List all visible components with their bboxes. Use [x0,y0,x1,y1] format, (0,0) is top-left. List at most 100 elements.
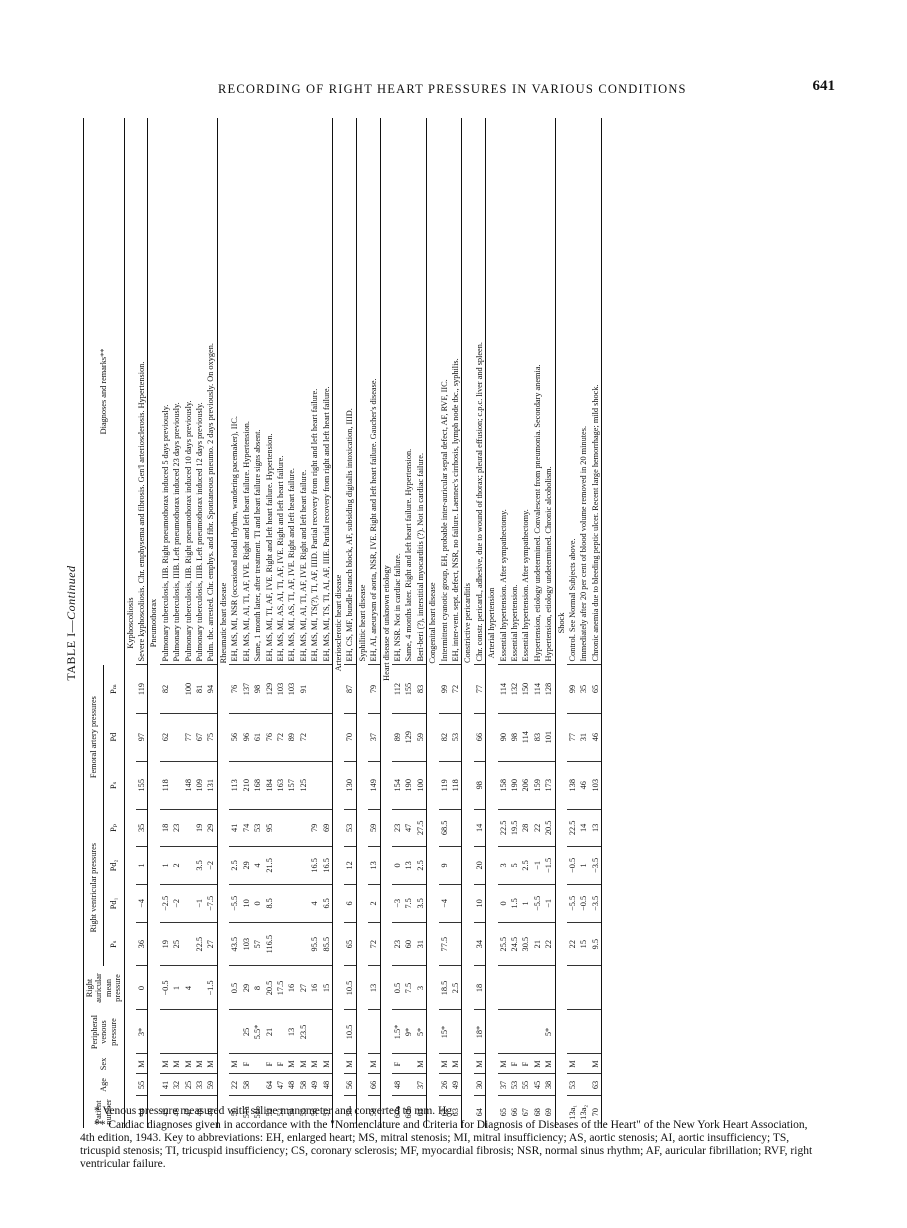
table-cell: 2.5 [414,846,427,885]
table-cell: 0 [497,884,510,923]
table-cell: 16.5 [309,846,321,885]
table-cell [531,966,544,1010]
table-cell: 74 [240,809,253,847]
table-cell: 190 [403,761,415,810]
col-rv-pp: Pₚ [103,809,125,847]
table-cell: 87 [344,664,357,714]
table-cell [589,1010,602,1054]
table-cell: 15 [578,922,590,966]
table-cell: 37 [368,713,381,762]
table-cell [194,966,206,1010]
table-cell: 129 [263,664,275,714]
table-cell: 16 [286,966,298,1010]
table-cell [182,809,195,847]
table-cell: 56 [229,713,241,762]
table-cell: 72 [297,713,310,762]
table-cell: 25 [182,1074,195,1096]
table-cell: 114 [497,664,510,714]
table-cell: 35 [136,809,148,847]
col-diagnoses: Diagnoses and remarks** [83,118,125,665]
table-cell: 29 [240,846,253,885]
table-cell: 35 [578,664,590,714]
table-cell: 8 [252,966,264,1010]
table-cell: 4 [252,846,264,885]
section-title: Arteriosclerotic heart disease [333,574,343,672]
diagnosis-cell: Severe kyphoscoliosis. Chr. emphysema an… [136,118,148,665]
section-heading: Constrictive pericarditis [462,118,474,1128]
table-cell: 158 [497,761,510,810]
table-cell: 9* [403,1010,415,1054]
table-cell: M [543,1054,556,1074]
table-cell: −1 [194,884,206,923]
section-heading: Congenital heart disease [427,118,439,1128]
table-cell: 68.5 [438,809,450,847]
table-cell: 129 [403,713,415,762]
table-cell [182,846,195,885]
table-cell: 47 [403,809,415,847]
table-cell: −0.5 [159,966,172,1010]
col-rv-pd1: Pd₁ [103,884,125,923]
table-cell [252,1054,264,1074]
table-cell: 131 [205,761,218,810]
table-cell [171,1010,183,1054]
table-cell: 3.5 [414,884,427,923]
table-cell: 112 [391,664,404,714]
table-cell: −1 [531,846,544,885]
table-cell: 41 [229,809,241,847]
table-cell: M [182,1054,195,1074]
table-cell: 10 [240,884,253,923]
table-cell: 82 [159,664,172,714]
table-cell [543,966,556,1010]
table-cell: 23 [391,809,404,847]
table-cell: M [567,1054,579,1074]
table-cell: 1 [136,846,148,885]
table-cell [531,1010,544,1054]
diagnosis-cell: Essential hypertension. [509,118,521,665]
table-cell: −2 [205,846,218,885]
table-cell: 23 [391,922,404,966]
table-cell: 59 [368,809,381,847]
table-cell: 155 [403,664,415,714]
table-cell: 25.5 [497,922,510,966]
table-cell: 116.5 [263,922,275,966]
diagnosis-cell: Same, 1 month later, after treatment. TI… [252,118,264,665]
table-cell [520,1010,532,1054]
table-cell [450,884,462,923]
table-cell: 76 [263,713,275,762]
table-cell: 22.5 [567,809,579,847]
table-cell: 0 [136,966,148,1010]
table-cell [403,1054,415,1074]
table-cell: M [194,1054,206,1074]
table-cell: 63 [589,1074,602,1096]
table-cell: −2.5 [159,884,172,923]
table-cell: −5.5 [229,884,241,923]
table-cell: M [286,1054,298,1074]
table-cell: 82 [438,713,450,762]
table-cell: 22 [543,922,556,966]
table-cell: 173 [543,761,556,810]
table-cell [320,1010,333,1054]
table-cell: −1.5 [543,846,556,885]
table-cell [171,761,183,810]
col-group-fa: Femoral artery pressures [83,664,104,810]
table-cell [320,713,333,762]
table-cell: 25 [240,1010,253,1054]
table-cell: 18 [159,809,172,847]
table-cell: 22.5 [497,809,510,847]
section-heading: Arterial hypertension [486,118,498,1128]
table-cell: 53 [344,809,357,847]
table-cell: 154 [391,761,404,810]
table-cell [297,922,310,966]
table-cell [578,1054,590,1074]
table-cell [589,966,602,1010]
table-cell: 10 [473,884,486,923]
